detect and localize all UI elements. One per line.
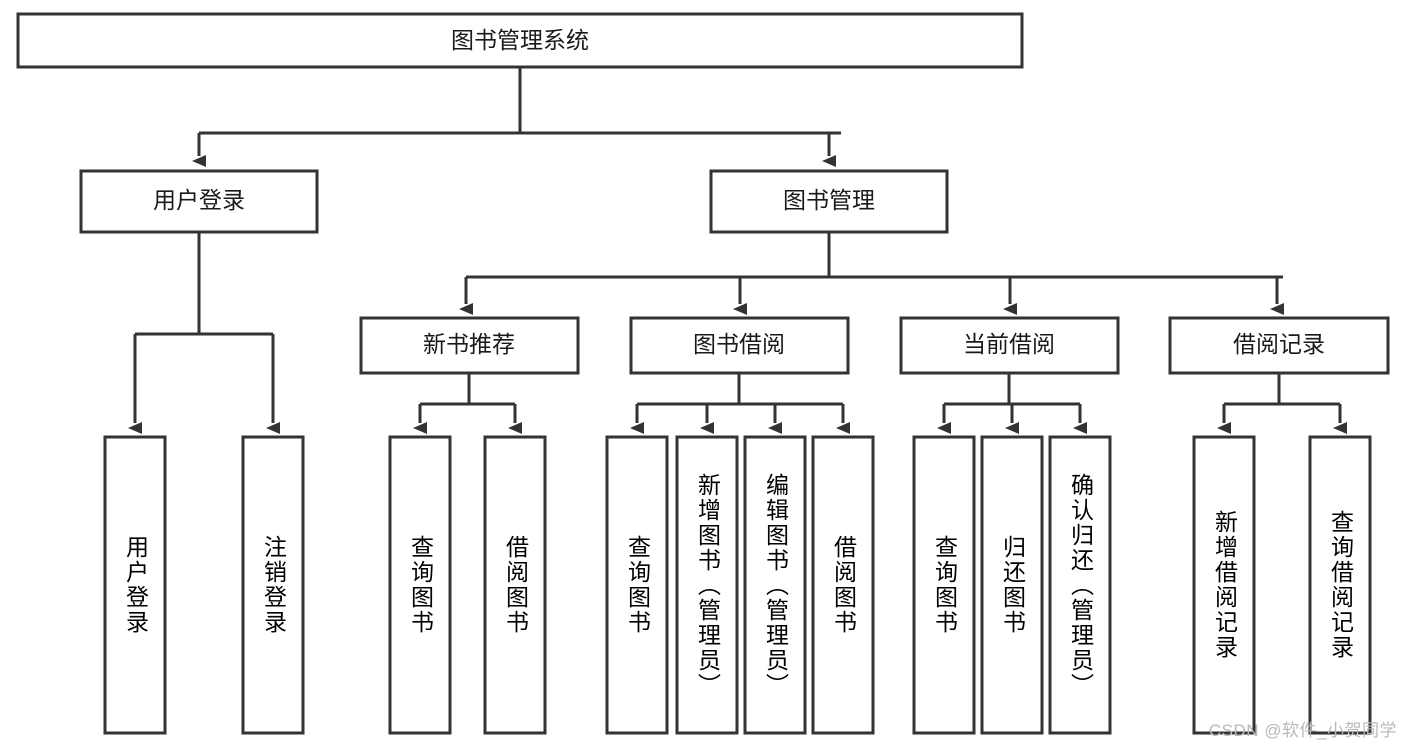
node-new-book-recommend-label: 新书推荐	[423, 331, 515, 357]
node-leaf-edit-book-admin-label: 编辑图书（管理员）	[762, 472, 789, 698]
node-leaf-confirm-return-admin[interactable]: 确认归还（管理员）	[1048, 435, 1112, 735]
node-new-book-recommend[interactable]: 新书推荐	[359, 316, 580, 375]
node-leaf-current-query-book[interactable]: 查询图书	[912, 435, 976, 735]
connector-book-borrow-to-leaves	[630, 373, 850, 434]
node-leaf-current-query-book-label: 查询图书	[931, 535, 958, 635]
node-book-manage[interactable]: 图书管理	[709, 169, 949, 234]
node-leaf-recommend-borrow-book[interactable]: 借阅图书	[483, 435, 547, 735]
node-user-login[interactable]: 用户登录	[79, 169, 319, 234]
node-leaf-logout[interactable]: 注销登录	[241, 435, 305, 735]
node-leaf-add-book-admin-label: 新增图书（管理员）	[694, 472, 721, 698]
node-borrow-record[interactable]: 借阅记录	[1168, 316, 1390, 375]
node-leaf-query-borrow-record[interactable]: 查询借阅记录	[1308, 435, 1372, 735]
node-current-borrow[interactable]: 当前借阅	[899, 316, 1120, 375]
node-root-system-label: 图书管理系统	[451, 27, 589, 53]
node-leaf-borrow-query-book-label: 查询图书	[624, 535, 651, 635]
node-leaf-recommend-query-book[interactable]: 查询图书	[388, 435, 452, 735]
node-leaf-add-borrow-record[interactable]: 新增借阅记录	[1192, 435, 1256, 735]
node-leaf-edit-book-admin[interactable]: 编辑图书（管理员）	[743, 435, 807, 735]
node-leaf-borrow-book[interactable]: 借阅图书	[811, 435, 875, 735]
node-book-borrow[interactable]: 图书借阅	[629, 316, 850, 375]
node-leaf-recommend-borrow-book-label: 借阅图书	[502, 535, 529, 635]
node-root-system[interactable]: 图书管理系统	[16, 12, 1024, 69]
connector-root-to-level2	[192, 67, 841, 167]
node-leaf-logout-label: 注销登录	[260, 535, 287, 635]
connector-book-manage-to-level3	[459, 232, 1284, 315]
node-user-login-label: 用户登录	[153, 187, 245, 213]
node-leaf-return-book[interactable]: 归还图书	[980, 435, 1044, 735]
node-current-borrow-label: 当前借阅	[963, 331, 1055, 357]
node-borrow-record-label: 借阅记录	[1233, 331, 1325, 357]
node-leaf-borrow-book-label: 借阅图书	[830, 535, 857, 635]
connector-user-login-to-leaves	[128, 232, 280, 434]
connector-new-book-to-leaves	[413, 373, 522, 434]
node-leaf-user-login[interactable]: 用户登录	[103, 435, 167, 735]
node-leaf-add-borrow-record-label: 新增借阅记录	[1211, 510, 1238, 660]
node-leaf-borrow-query-book[interactable]: 查询图书	[605, 435, 669, 735]
node-leaf-query-borrow-record-label: 查询借阅记录	[1327, 510, 1354, 660]
connector-current-borrow-to-leaves	[937, 373, 1087, 434]
node-leaf-confirm-return-admin-label: 确认归还（管理员）	[1067, 472, 1094, 698]
node-leaf-return-book-label: 归还图书	[999, 535, 1026, 635]
node-book-manage-label: 图书管理	[783, 187, 875, 213]
node-leaf-add-book-admin[interactable]: 新增图书（管理员）	[675, 435, 739, 735]
node-leaf-recommend-query-book-label: 查询图书	[407, 535, 434, 635]
node-book-borrow-label: 图书借阅	[693, 331, 785, 357]
node-leaf-user-login-label: 用户登录	[122, 535, 149, 635]
connector-borrow-record-to-leaves	[1217, 373, 1347, 434]
